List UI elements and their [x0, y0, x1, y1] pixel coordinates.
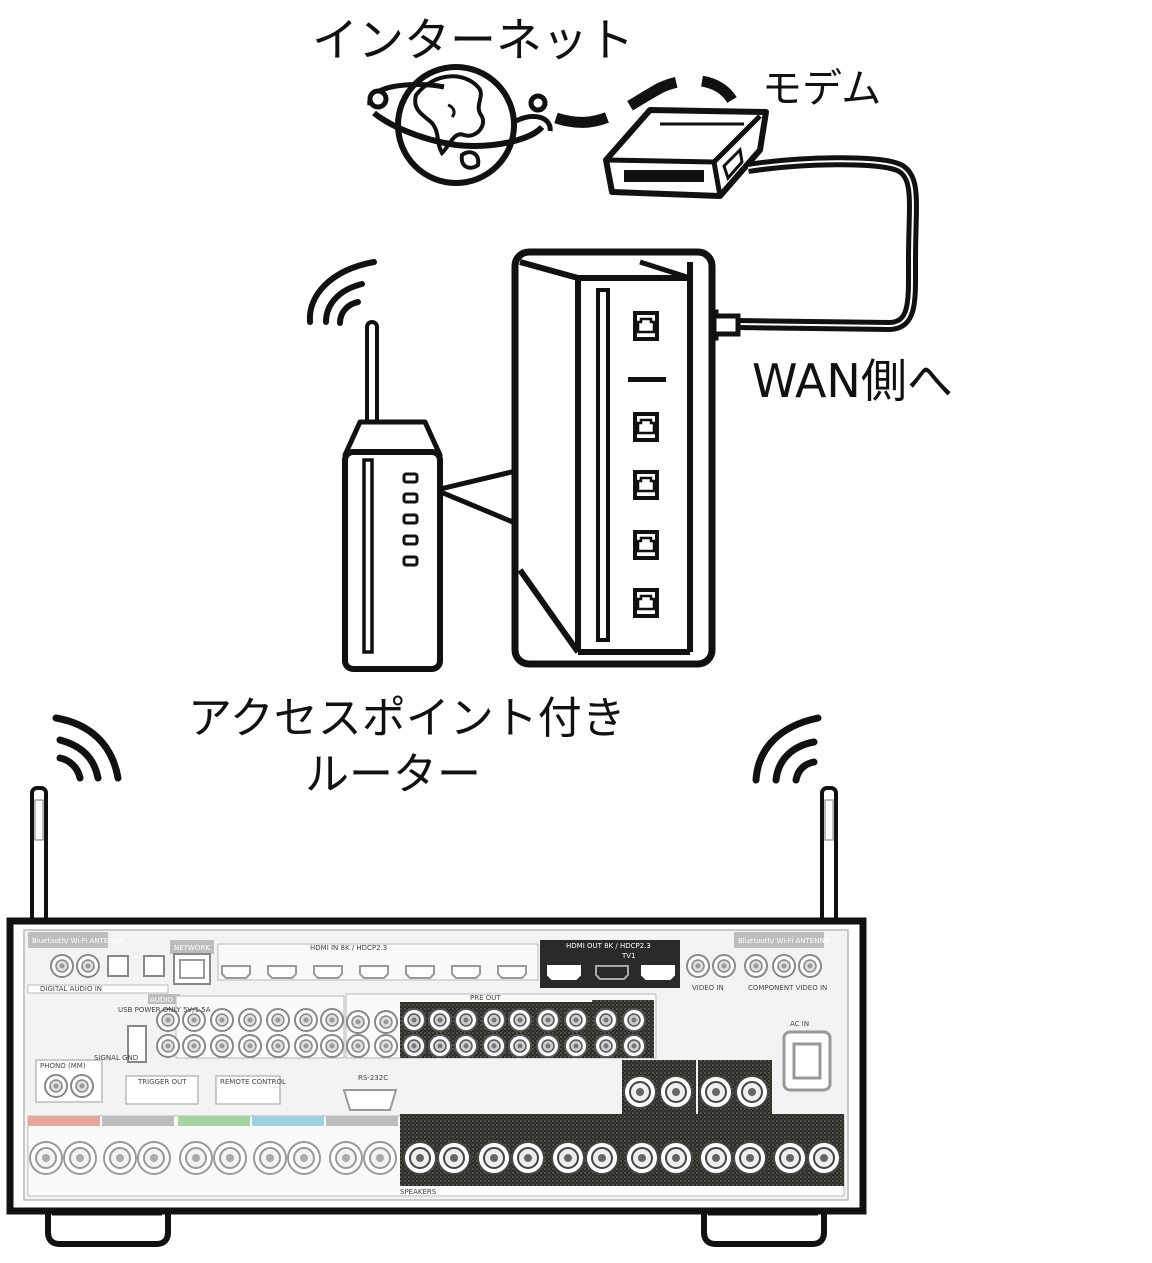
signal-gnd-label: SIGNAL GND: [94, 1054, 138, 1062]
globe-icon: [367, 64, 553, 186]
router-wifi-waves-icon: [306, 259, 377, 326]
receiver-antennas: [30, 786, 838, 925]
network-label: NETWORK: [174, 944, 210, 952]
hdmi-in-label: HDMI IN 8K / HDCP2.3: [310, 944, 387, 952]
ac-in-label: AC IN: [790, 1020, 809, 1028]
modem-icon: [603, 107, 769, 199]
router-label-line1: アクセスポイント付き: [188, 693, 626, 744]
antenna-right-label: Bluetooth/ Wi-Fi ANTENNA: [738, 937, 830, 945]
internet-link-line: [554, 74, 737, 128]
receiver-rear-panel: Bluetooth/ Wi-Fi ANTENNA Bluetooth/ Wi-F…: [6, 917, 867, 1215]
audio-in-label: AUDIO IN: [150, 996, 182, 1004]
wan-side-label: WAN側へ: [752, 354, 953, 408]
usb-label: USB POWER ONLY 5V/1.5A: [118, 1006, 211, 1014]
speakers-label: SPEAKERS: [400, 1188, 437, 1196]
wan-cable: [737, 155, 919, 333]
video-in-label: VIDEO IN: [692, 984, 724, 992]
router-zoom-panel: [427, 248, 716, 668]
pre-out-label: PRE OUT: [470, 994, 501, 1002]
remote-control-label: REMOTE CONTROL: [220, 1078, 286, 1086]
modem-label: モデム: [762, 66, 882, 112]
tv1-label: TV1: [621, 952, 636, 960]
phono-label: PHONO (MM): [40, 1062, 86, 1070]
trigger-out-label: TRIGGER OUT: [137, 1078, 187, 1086]
router-label-line2: ルーター: [305, 749, 481, 800]
wifi-router-icon: [342, 320, 443, 672]
receiver-wifi-waves-icon: [52, 714, 822, 784]
component-video-label: COMPONENT VIDEO IN: [748, 984, 827, 992]
antenna-left-label: Bluetooth/ Wi-Fi ANTENNA: [32, 937, 124, 945]
hdmi-out-label: HDMI OUT 8K / HDCP2.3: [566, 942, 651, 950]
rs232c-label: RS-232C: [358, 1074, 388, 1082]
digital-audio-label: DIGITAL AUDIO IN: [40, 985, 102, 993]
internet-label: インターネット: [312, 13, 634, 67]
